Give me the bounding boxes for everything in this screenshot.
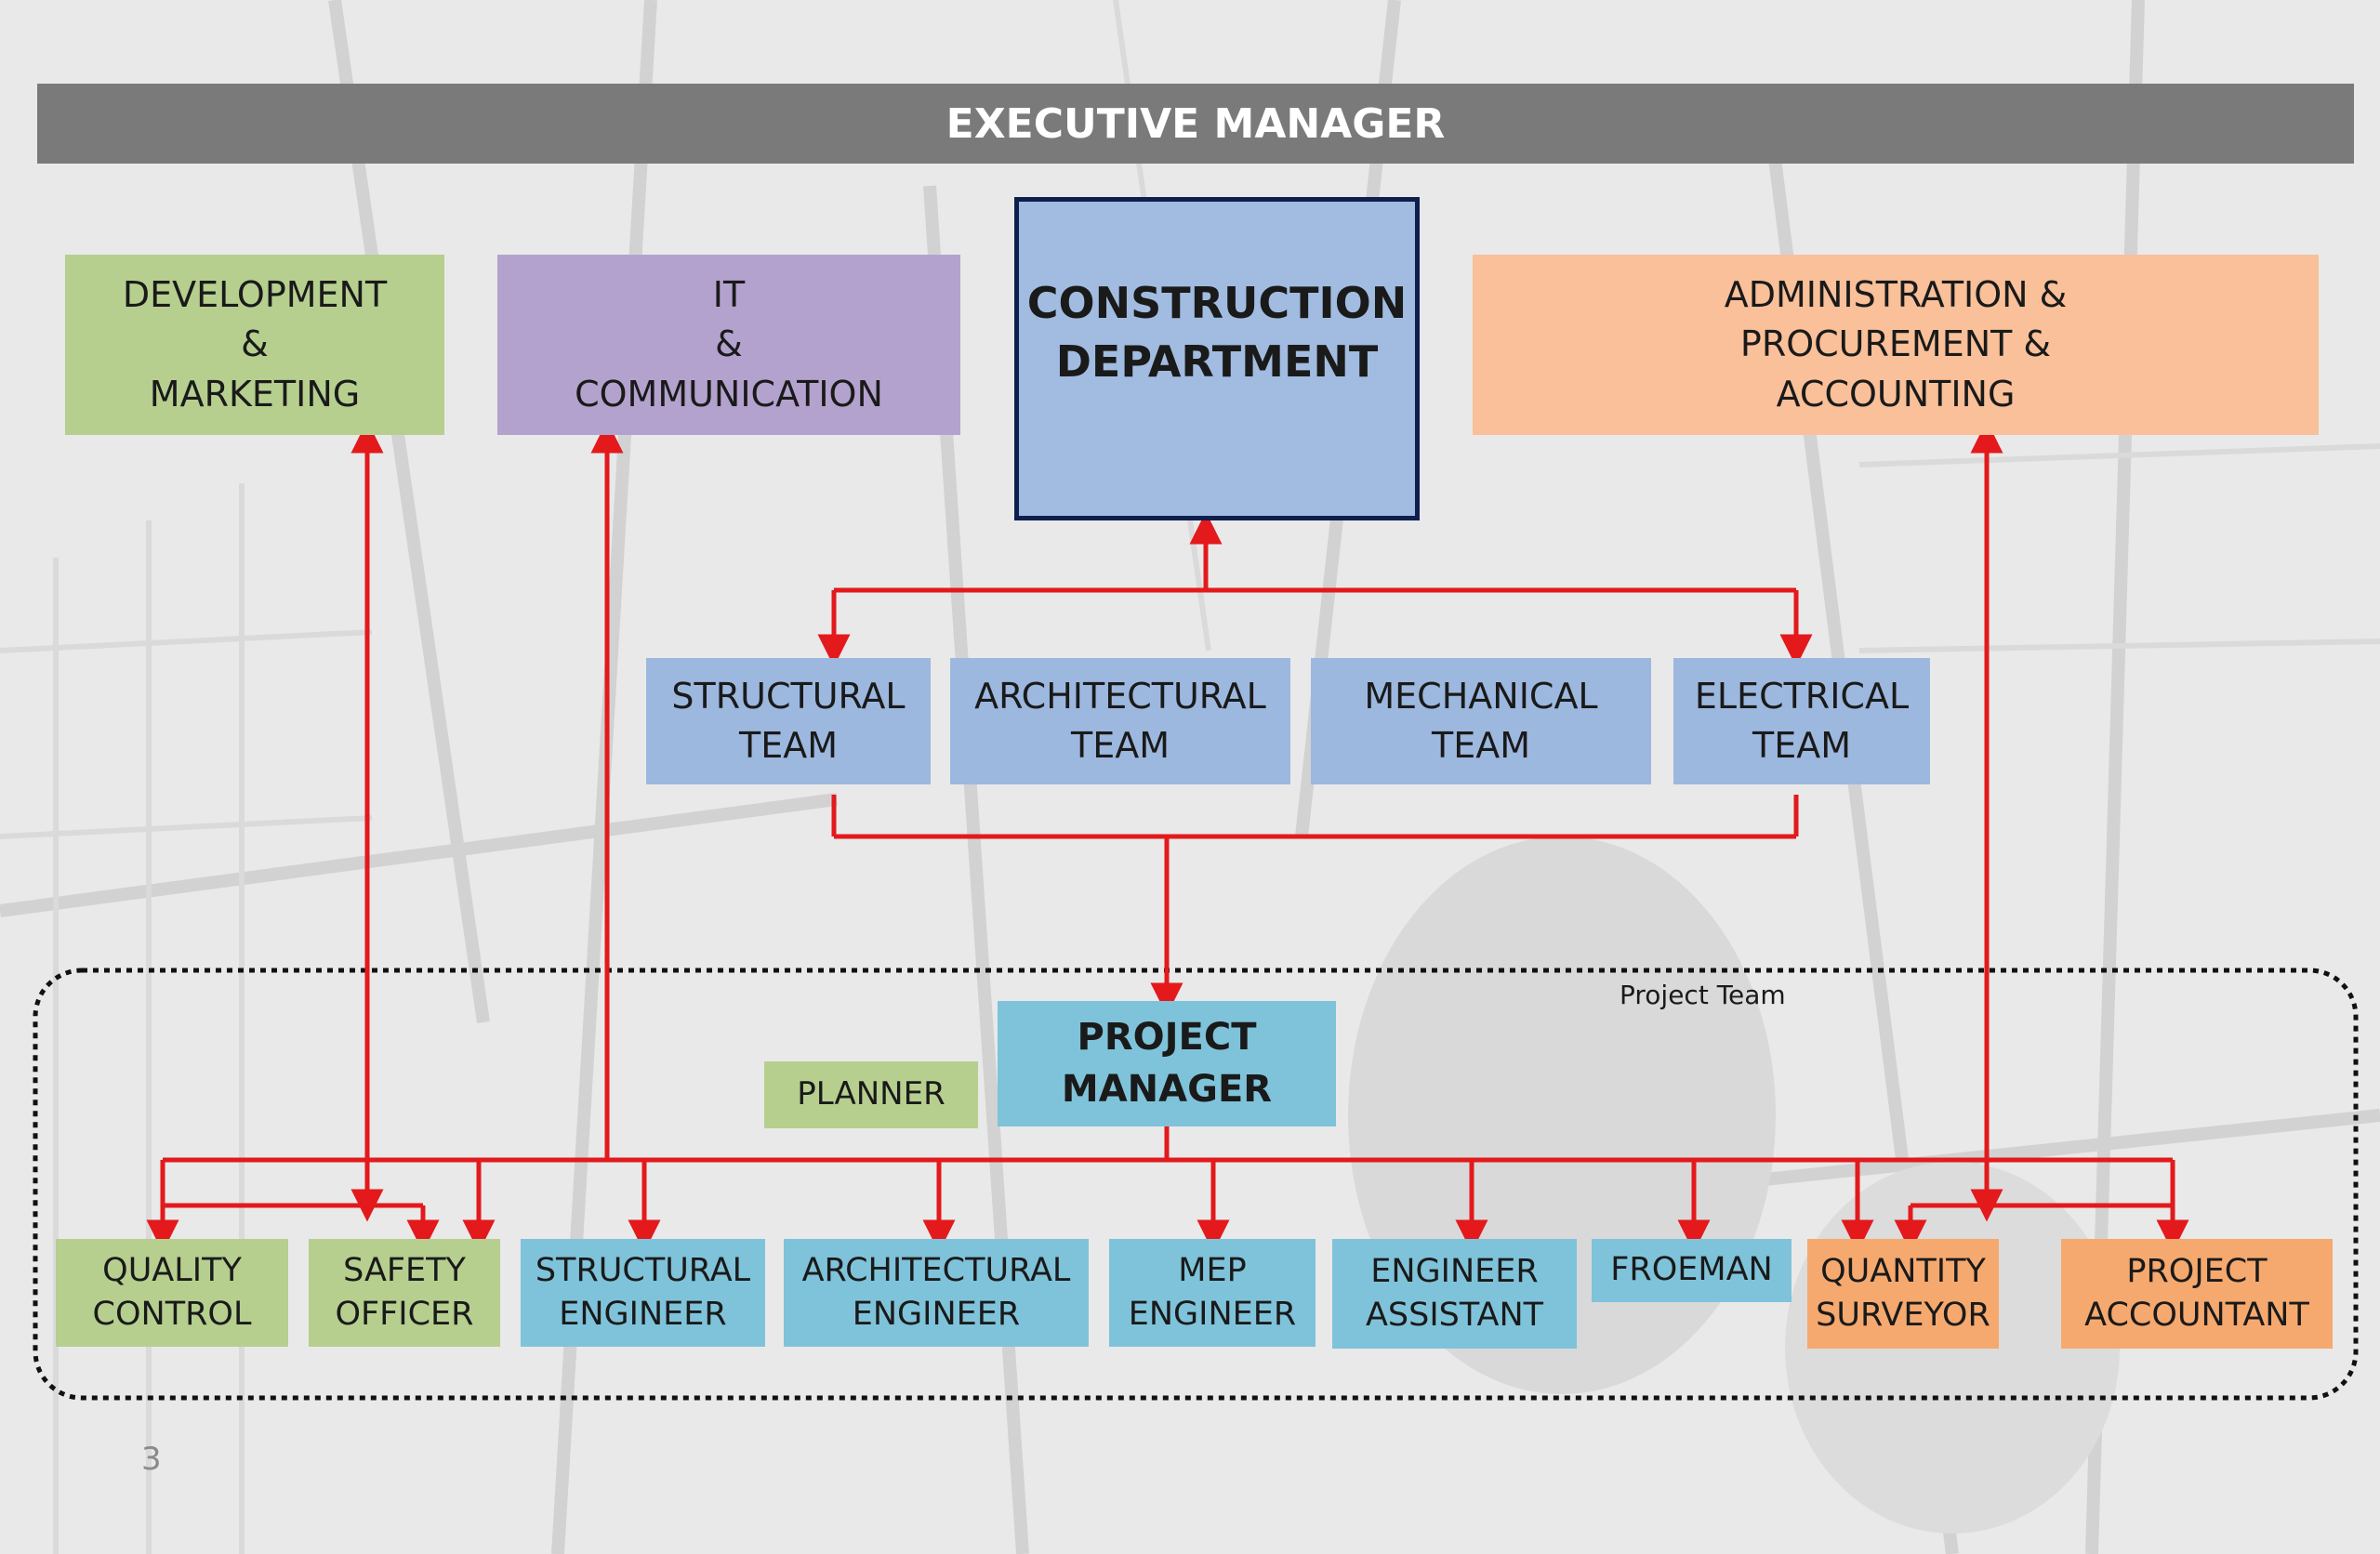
role-line: ASSISTANT bbox=[1365, 1297, 1544, 1334]
role-line: ENGINEER bbox=[559, 1296, 727, 1333]
role-line: ENGINEER bbox=[1128, 1296, 1297, 1333]
role-line: PROJECT bbox=[2126, 1252, 2268, 1290]
dept-line: PROCUREMENT & bbox=[1739, 323, 2052, 365]
quality-control: QUALITY CONTROL bbox=[56, 1239, 288, 1347]
role-line: ACCOUNTANT bbox=[2084, 1297, 2309, 1334]
structural-engineer: STRUCTURAL ENGINEER bbox=[521, 1239, 765, 1347]
role-line: QUALITY bbox=[102, 1251, 242, 1289]
role-line: CONTROL bbox=[92, 1296, 252, 1333]
dept-line: DEVELOPMENT bbox=[122, 274, 388, 316]
executive-manager-header: EXECUTIVE MANAGER bbox=[37, 84, 2354, 164]
project-team-label: Project Team bbox=[1620, 980, 1786, 1010]
page-number: 3 bbox=[141, 1441, 162, 1478]
dept-line: & bbox=[241, 323, 269, 365]
safety-officer: SAFETY OFFICER bbox=[309, 1239, 500, 1347]
pm-line: PROJECT bbox=[1077, 1016, 1257, 1060]
dept-line: COMMUNICATION bbox=[575, 373, 883, 415]
role-line: SAFETY bbox=[343, 1251, 466, 1289]
role-line: ARCHITECTURAL bbox=[801, 1251, 1071, 1289]
dept-line: MARKETING bbox=[149, 373, 361, 415]
role-line: OFFICER bbox=[335, 1296, 474, 1333]
dept-development-marketing: DEVELOPMENT & MARKETING bbox=[65, 255, 444, 435]
mep-engineer: MEP ENGINEER bbox=[1109, 1239, 1316, 1347]
planner-label: PLANNER bbox=[797, 1075, 945, 1113]
dept-line: IT bbox=[712, 274, 746, 316]
dept-line: ACCOUNTING bbox=[1776, 373, 2016, 415]
dept-it-communication: IT & COMMUNICATION bbox=[497, 255, 960, 435]
team-line: STRUCTURAL bbox=[671, 675, 906, 717]
pm-line: MANAGER bbox=[1061, 1067, 1273, 1111]
dept-administration-procurement-accounting: ADMINISTRATION & PROCUREMENT & ACCOUNTIN… bbox=[1473, 255, 2319, 435]
team-line: MECHANICAL bbox=[1364, 675, 1598, 717]
dept-line: CONSTRUCTION bbox=[1026, 278, 1408, 328]
dept-line: & bbox=[715, 323, 743, 365]
quantity-surveyor: QUANTITY SURVEYOR bbox=[1807, 1239, 1999, 1349]
team-line: TEAM bbox=[1752, 725, 1851, 766]
role-line: FROEMAN bbox=[1610, 1251, 1773, 1289]
team-line: TEAM bbox=[1070, 725, 1170, 766]
mechanical-team: MECHANICAL TEAM bbox=[1311, 658, 1651, 784]
project-manager: PROJECT MANAGER bbox=[998, 1001, 1336, 1126]
role-line: SURVEYOR bbox=[1816, 1297, 1990, 1334]
architectural-engineer: ARCHITECTURAL ENGINEER bbox=[784, 1239, 1089, 1347]
engineer-assistant: ENGINEER ASSISTANT bbox=[1332, 1239, 1577, 1349]
architectural-team: ARCHITECTURAL TEAM bbox=[950, 658, 1290, 784]
team-line: TEAM bbox=[1431, 725, 1530, 766]
structural-team: STRUCTURAL TEAM bbox=[646, 658, 931, 784]
dept-construction: CONSTRUCTION DEPARTMENT bbox=[1014, 197, 1420, 520]
role-line: ENGINEER bbox=[852, 1296, 1021, 1333]
planner: PLANNER bbox=[764, 1061, 978, 1128]
role-line: MEP bbox=[1178, 1251, 1247, 1289]
dept-line: ADMINISTRATION & bbox=[1724, 274, 2068, 316]
team-line: TEAM bbox=[738, 725, 838, 766]
electrical-team: ELECTRICAL TEAM bbox=[1673, 658, 1930, 784]
project-accountant: PROJECT ACCOUNTANT bbox=[2061, 1239, 2333, 1349]
role-line: STRUCTURAL bbox=[535, 1251, 751, 1289]
team-line: ARCHITECTURAL bbox=[974, 675, 1266, 717]
team-line: ELECTRICAL bbox=[1694, 675, 1910, 717]
foreman: FROEMAN bbox=[1592, 1239, 1792, 1302]
role-line: ENGINEER bbox=[1370, 1252, 1539, 1290]
dept-line: DEPARTMENT bbox=[1055, 336, 1379, 388]
role-line: QUANTITY bbox=[1820, 1252, 1986, 1290]
